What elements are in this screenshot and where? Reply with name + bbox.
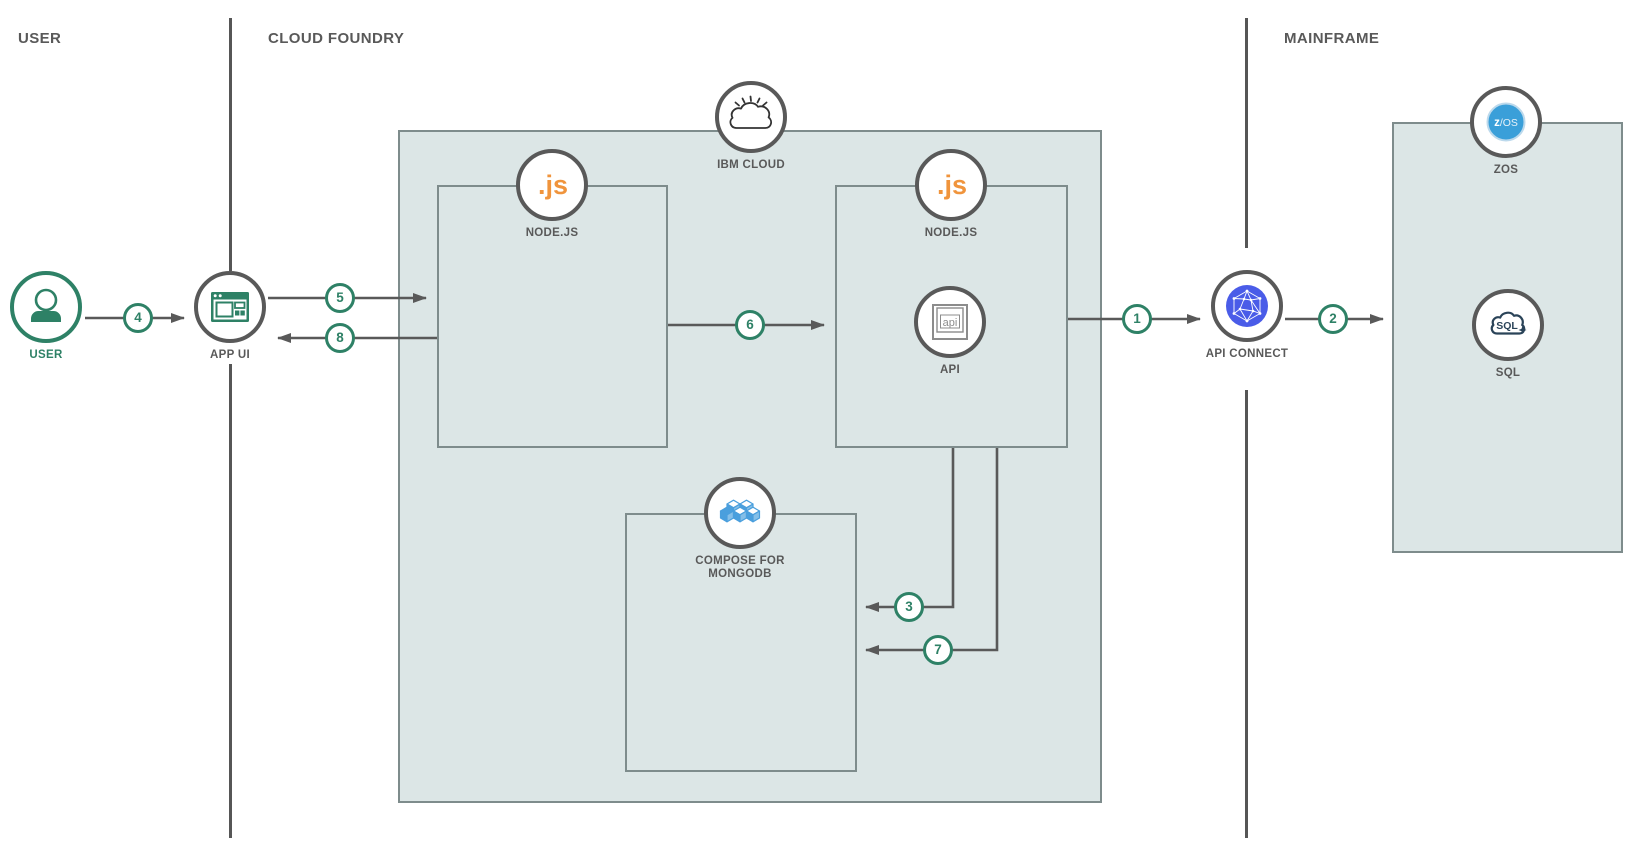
divider-user-cloudfoundry-bottom [229, 364, 232, 838]
api-connect-globe-icon [1211, 270, 1283, 342]
section-title-cloud-foundry: CLOUD FOUNDRY [268, 30, 405, 47]
api-connect-label: API CONNECT [1205, 348, 1289, 360]
divider-cloudfoundry-mainframe-top [1245, 18, 1248, 248]
nodejs-frontend-label: NODE.JS [525, 227, 579, 239]
svg-text:api: api [943, 317, 958, 329]
cloud-foundry-container [398, 130, 1102, 803]
svg-text:.js: .js [937, 170, 967, 200]
svg-text:.js: .js [538, 170, 568, 200]
section-title-user: USER [18, 30, 62, 47]
svg-text:SQL: SQL [1496, 320, 1518, 332]
app-ui-node-label: APP UI [210, 349, 250, 361]
user-node: USER [0, 271, 126, 362]
svg-text:z/OS: z/OS [1494, 117, 1518, 129]
compose-mongodb-label-line2: MONGODB [708, 568, 772, 580]
compose-cubes-icon [704, 477, 776, 549]
compose-mongodb-node: COMPOSE FOR MONGODB [660, 477, 820, 581]
browser-window-icon [194, 271, 266, 343]
sql-node: SQL SQL [1428, 289, 1588, 380]
step-badge-4: 4 [123, 303, 153, 333]
divider-user-cloudfoundry-top [229, 18, 232, 271]
zos-node-label: ZOS [1493, 164, 1519, 176]
nodejs-frontend-node: .js NODE.JS [472, 149, 632, 240]
compose-mongodb-label-line1: COMPOSE FOR [695, 555, 785, 567]
api-frame-icon: api [914, 286, 986, 358]
sql-node-label: SQL [1495, 367, 1521, 379]
ibm-cloud-node: IBM CLOUD [671, 81, 831, 172]
nodejs-icon: .js [516, 149, 588, 221]
step-badge-2: 2 [1318, 304, 1348, 334]
divider-cloudfoundry-mainframe-bottom [1245, 390, 1248, 838]
sql-cloud-icon: SQL [1472, 289, 1544, 361]
step-badge-8: 8 [325, 323, 355, 353]
api-node-label: API [939, 364, 961, 376]
zos-node: z/OS ZOS [1426, 86, 1586, 177]
step-badge-1: 1 [1122, 304, 1152, 334]
nodejs-backend-label: NODE.JS [924, 227, 978, 239]
ibm-cloud-node-label: IBM CLOUD [717, 159, 785, 171]
zos-icon: z/OS [1470, 86, 1542, 158]
app-ui-node: APP UI [150, 271, 310, 362]
arrow-backend-to-mongodb-7 [865, 448, 999, 655]
api-node: api API [870, 286, 1030, 377]
step-badge-3: 3 [894, 592, 924, 622]
cloud-sun-icon [715, 81, 787, 153]
step-badge-6: 6 [735, 310, 765, 340]
nodejs-icon: .js [915, 149, 987, 221]
arrow-backend-to-mongodb-3 [865, 448, 955, 612]
api-connect-node: API CONNECT [1167, 270, 1327, 361]
user-icon [10, 271, 82, 343]
section-title-mainframe: MAINFRAME [1284, 30, 1380, 47]
step-badge-5: 5 [325, 283, 355, 313]
nodejs-backend-node: .js NODE.JS [871, 149, 1031, 240]
step-badge-7: 7 [923, 635, 953, 665]
user-node-label: USER [29, 349, 63, 361]
